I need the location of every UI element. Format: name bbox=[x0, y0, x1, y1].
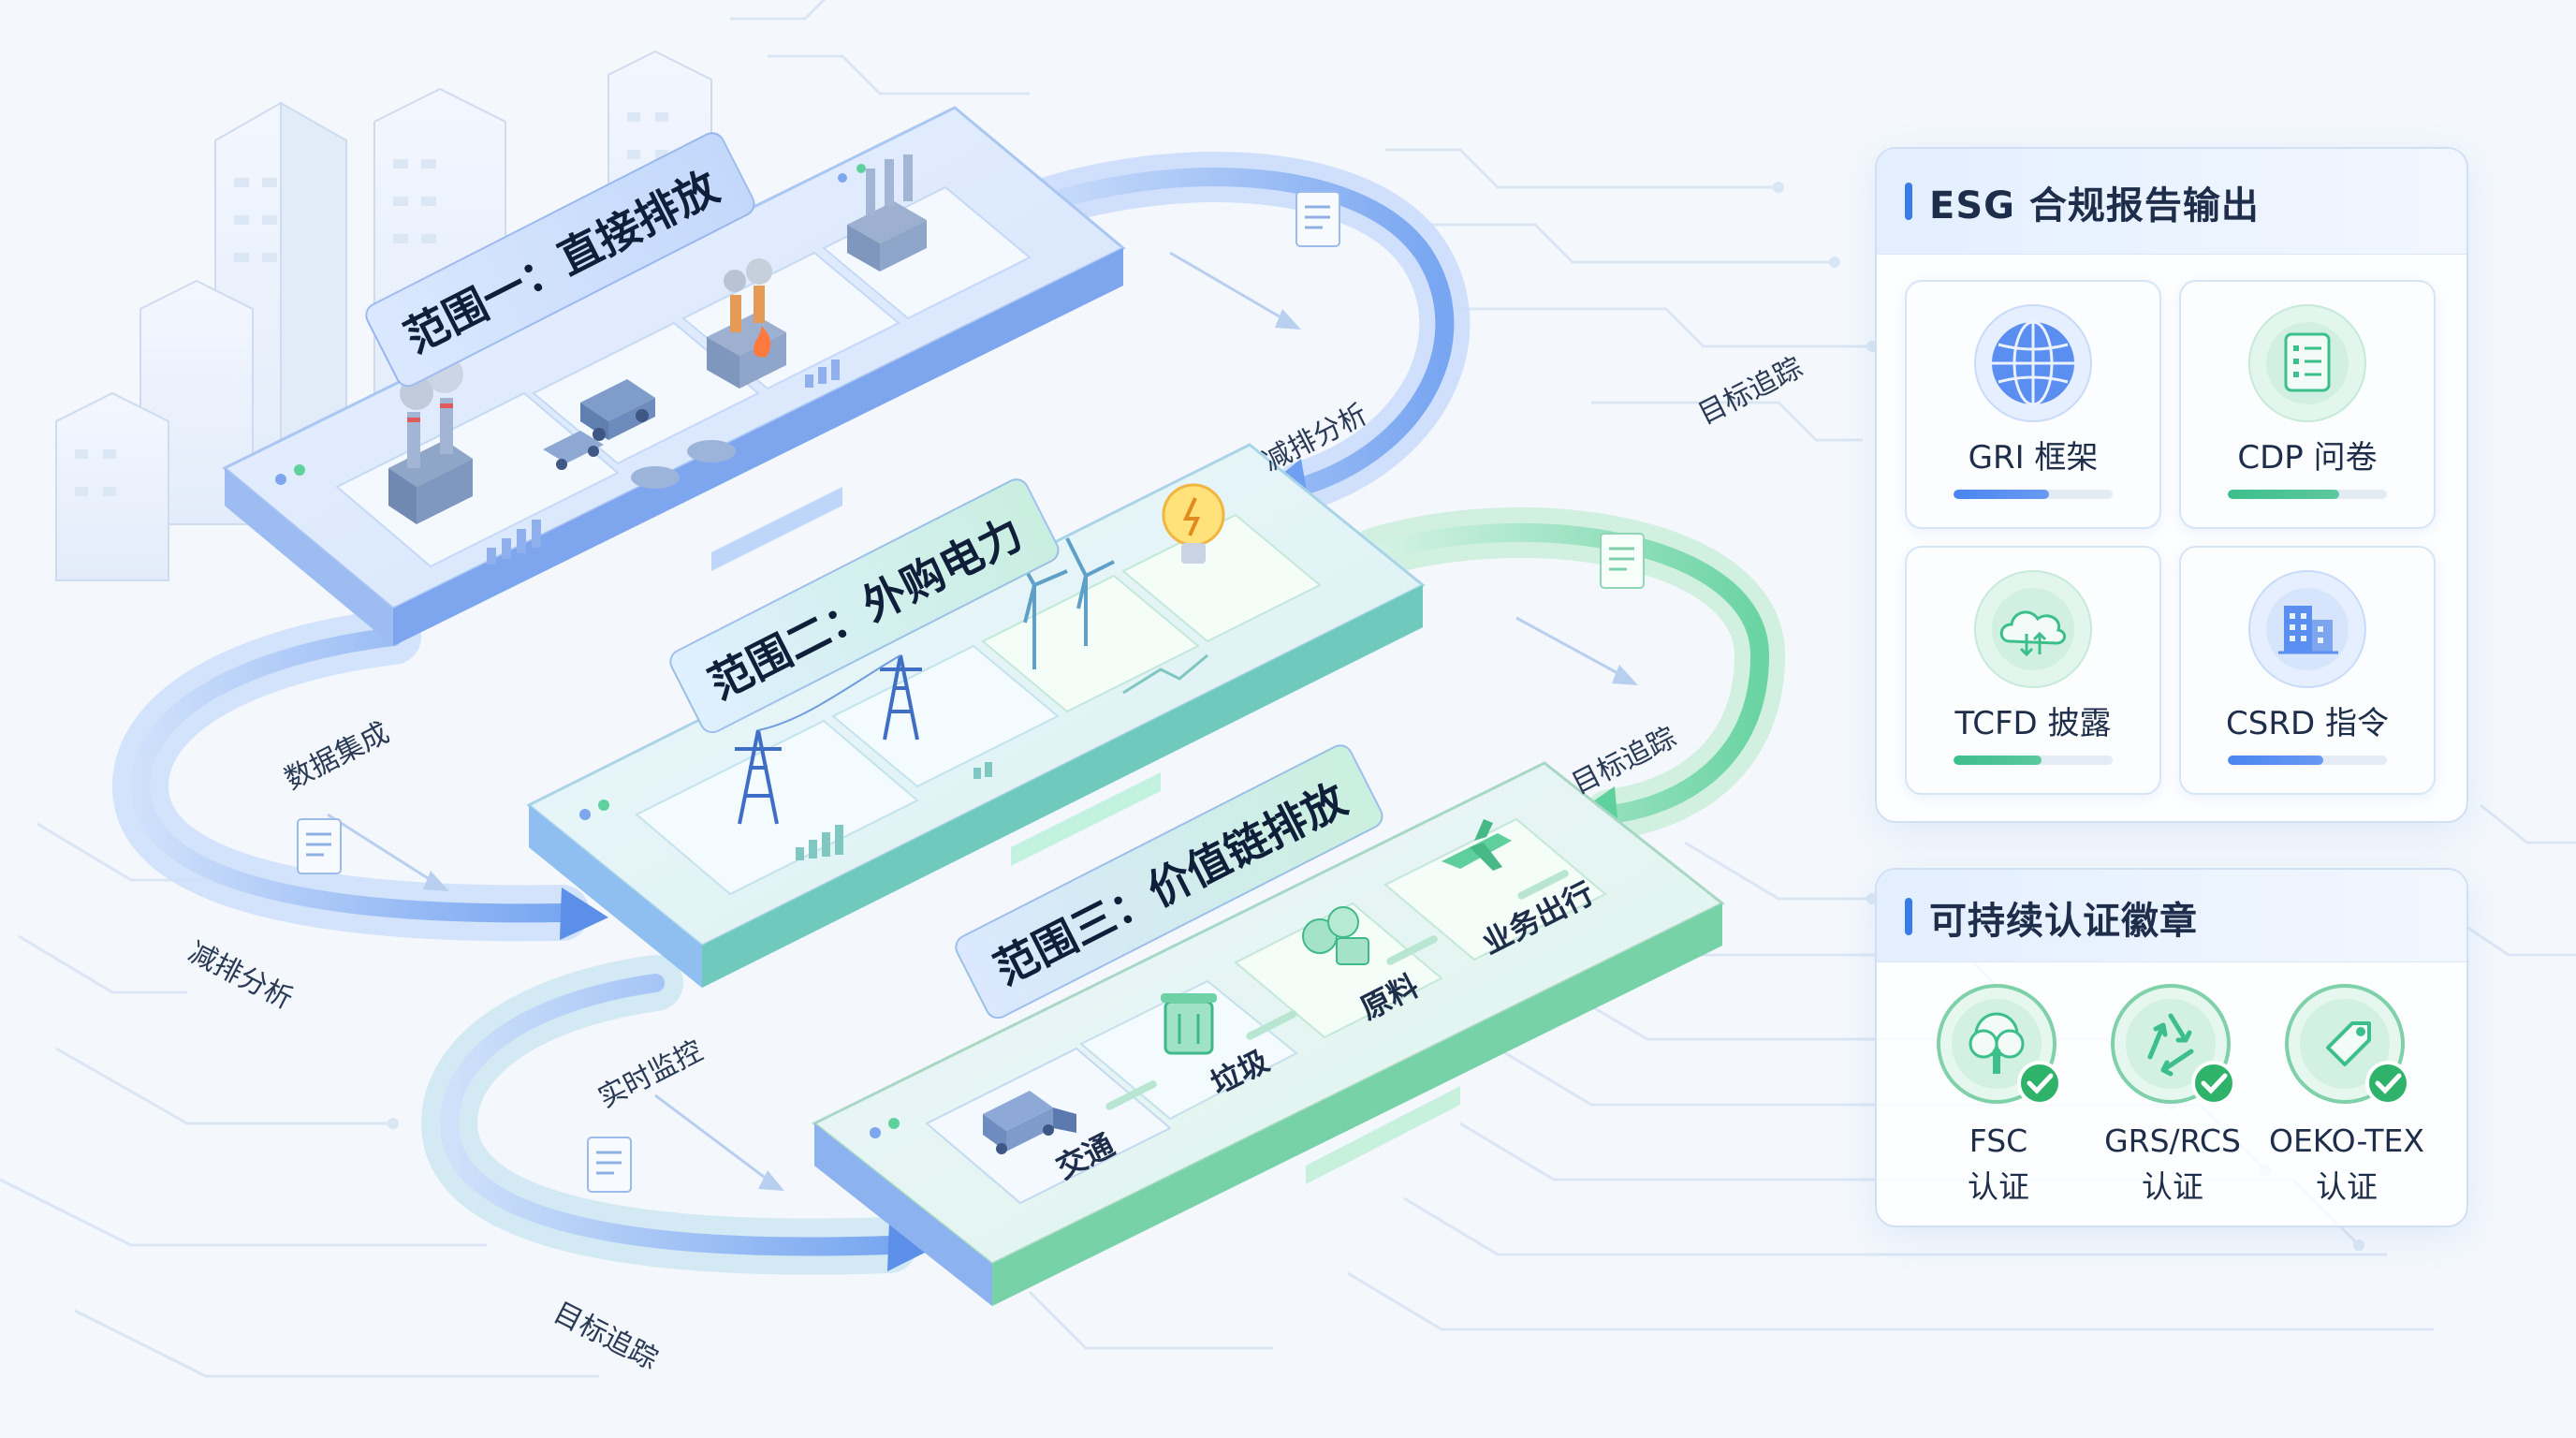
esg-card-cdp[interactable]: CDP 问卷 bbox=[2179, 280, 2436, 529]
building-icon bbox=[2248, 570, 2366, 688]
esg-card-tcfd-label: TCFD 披露 bbox=[1954, 705, 2112, 742]
scope1-platform bbox=[222, 106, 1126, 646]
badge-grs-rcs-name: GRS/RCS bbox=[2104, 1123, 2241, 1159]
esg-card-csrd-label: CSRD 指令 bbox=[2226, 705, 2389, 742]
scope3-platform bbox=[812, 761, 1725, 1306]
panel-accent-bar bbox=[1905, 898, 1912, 935]
certification-badges-panel: 可持续认证徽章 FSC 认证 bbox=[1875, 868, 2468, 1227]
scope2-platform bbox=[526, 443, 1426, 988]
tree-icon bbox=[1937, 984, 2062, 1106]
esg-card-tcfd[interactable]: TCFD 披露 bbox=[1905, 546, 2161, 795]
esg-card-gri-progress bbox=[1954, 490, 2113, 499]
cloud-sync-icon bbox=[1974, 570, 2092, 688]
esg-panel-title: ESG 合规报告输出 bbox=[1929, 184, 2260, 227]
esg-panel-header: ESG 合规报告输出 bbox=[1877, 149, 2466, 255]
badge-grs-rcs-suffix: 认证 bbox=[2142, 1168, 2203, 1205]
esg-report-panel: ESG 合规报告输出 GRI 框架 bbox=[1875, 147, 2468, 823]
recycle-icon bbox=[2111, 984, 2236, 1106]
panel-accent-bar bbox=[1905, 183, 1912, 220]
esg-card-cdp-label: CDP 问卷 bbox=[2237, 439, 2378, 477]
esg-card-gri-label: GRI 框架 bbox=[1968, 439, 2099, 477]
badge-fsc[interactable]: FSC 认证 bbox=[1914, 982, 2083, 1207]
badge-grs-rcs[interactable]: GRS/RCS 认证 bbox=[2088, 982, 2257, 1207]
globe-icon bbox=[1974, 304, 2092, 422]
badge-oeko-tex[interactable]: OEKO-TEX 认证 bbox=[2262, 982, 2431, 1207]
esg-card-cdp-progress bbox=[2228, 490, 2387, 499]
flow-arrows bbox=[111, 152, 1786, 1275]
badge-oeko-tex-name: OEKO-TEX bbox=[2268, 1123, 2425, 1159]
esg-card-gri[interactable]: GRI 框架 bbox=[1905, 280, 2161, 529]
badge-fsc-suffix: 认证 bbox=[1968, 1168, 2029, 1205]
badge-oeko-tex-suffix: 认证 bbox=[2316, 1168, 2378, 1205]
cert-panel-title: 可持续认证徽章 bbox=[1929, 900, 2198, 943]
cert-panel-header: 可持续认证徽章 bbox=[1877, 870, 2466, 962]
checklist-icon bbox=[2248, 304, 2366, 422]
tag-icon bbox=[2285, 984, 2410, 1106]
esg-card-csrd-progress bbox=[2228, 756, 2387, 765]
badge-fsc-name: FSC bbox=[1969, 1123, 2028, 1159]
esg-card-tcfd-progress bbox=[1954, 756, 2113, 765]
document-icons bbox=[297, 191, 1645, 1193]
esg-card-csrd[interactable]: CSRD 指令 bbox=[2179, 546, 2436, 795]
